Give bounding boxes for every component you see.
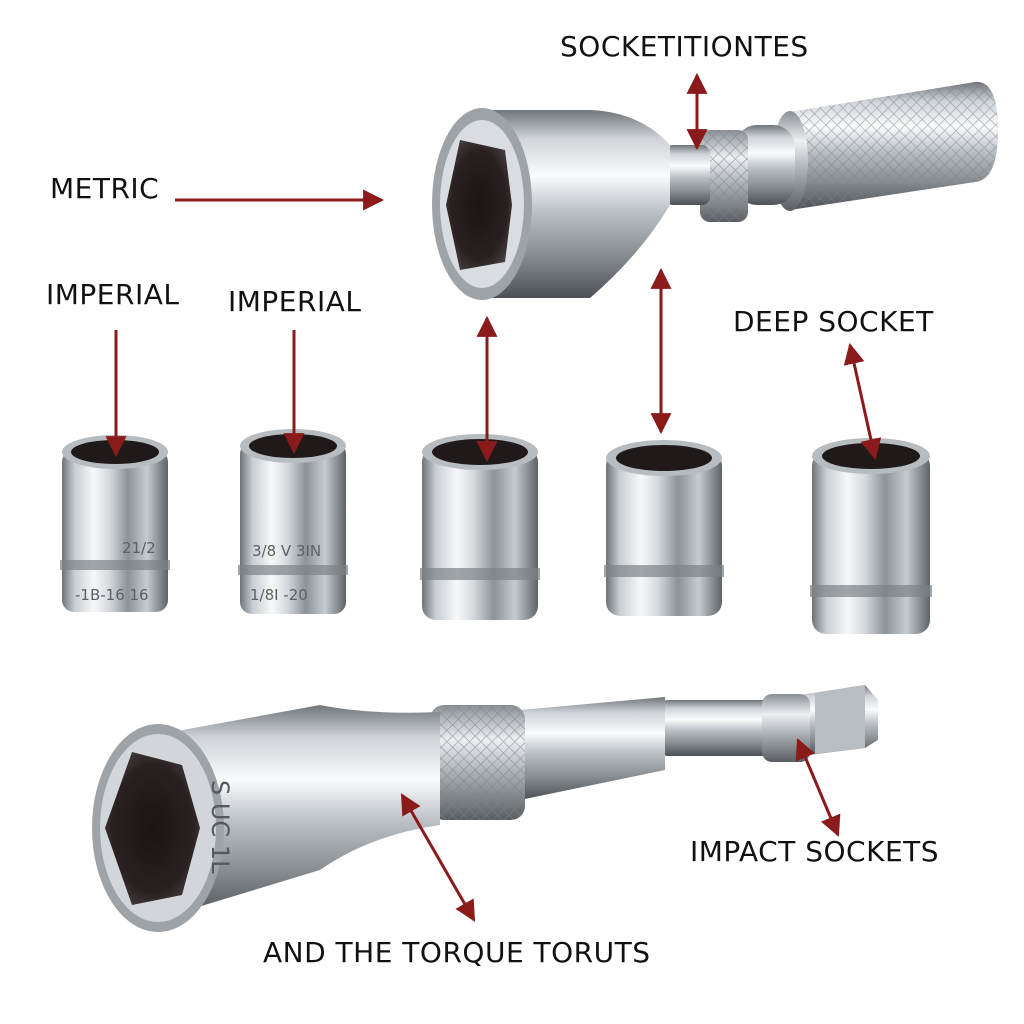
label-deep-socket: DEEP SOCKET — [733, 305, 934, 338]
long-socket-engraving: S UC 1L — [206, 780, 234, 874]
label-socketitiontes: SOCKETITIONTES — [560, 30, 809, 63]
label-imperial-1: IMPERIAL — [46, 278, 180, 311]
socket-2-engraving-bottom: 1/8I -20 — [250, 586, 308, 604]
knurled-handle — [772, 81, 998, 211]
socket-1-engraving-bottom: -1B-16 16 — [75, 586, 149, 604]
socket-1-engraving-top: 21/2 — [122, 539, 156, 557]
label-torque: AND THE TORQUE TORUTS — [263, 936, 651, 969]
socket-2-engraving-top: 3/8 V 3IN — [252, 542, 321, 560]
large-hex-opening — [105, 752, 200, 905]
annotation-arrows — [105, 72, 882, 922]
arrow-deep-socket-double — [843, 342, 882, 461]
imperial-socket-1: 21/2 -1B-16 16 — [60, 435, 170, 612]
top-socket-handle — [432, 81, 998, 300]
hex-opening — [446, 140, 512, 270]
imperial-socket-2: 3/8 V 3IN 1/8I -20 — [238, 429, 348, 614]
label-metric: METRIC — [50, 172, 160, 205]
square-drive-end — [800, 685, 878, 756]
arrow-impact-double — [795, 738, 841, 837]
deep-socket-5 — [810, 438, 932, 634]
label-impact-sockets: IMPACT SOCKETS — [690, 835, 940, 868]
impact-socket-extension: S UC 1L — [92, 685, 878, 932]
socket-row: 21/2 -1B-16 16 3/8 V 3IN 1/8I -20 — [60, 429, 932, 634]
metric-socket-4 — [604, 440, 724, 616]
ratchet-gear-ring — [665, 125, 795, 222]
label-imperial-2: IMPERIAL — [228, 285, 362, 318]
arrow-torque-double — [400, 793, 476, 922]
top-metric-socket — [432, 108, 670, 300]
metric-socket-3 — [420, 434, 540, 620]
